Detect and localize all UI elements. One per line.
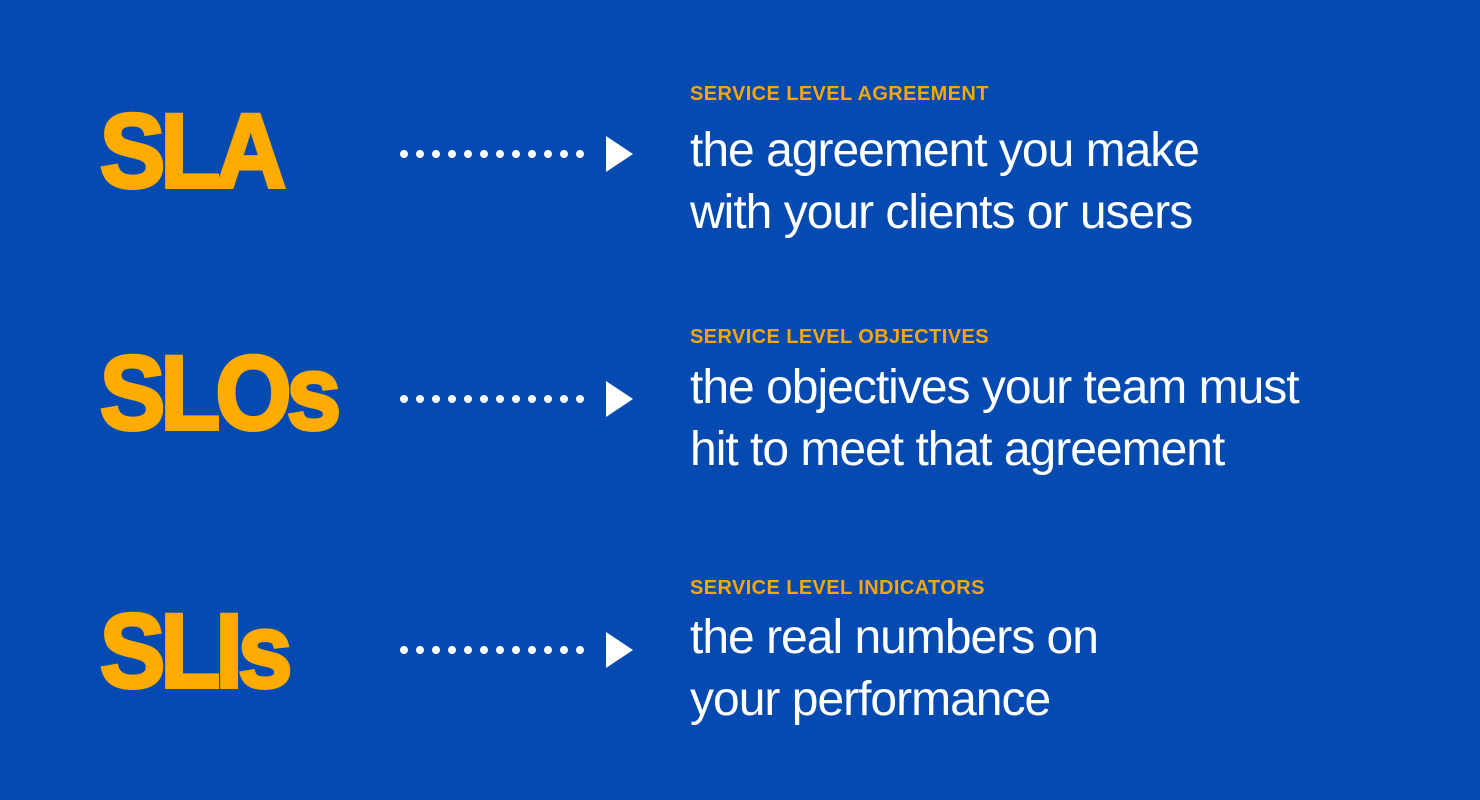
definition-line: the real numbers on <box>690 611 1099 664</box>
acronym-slos: SLOs <box>98 335 343 452</box>
acronym-sla: SLA <box>98 93 288 210</box>
dotted-arrow-icon <box>400 381 633 417</box>
term-definition-slis: the real numbers on your performance <box>690 607 1099 731</box>
term-definition-slos: the objectives your team must hit to mee… <box>690 357 1300 481</box>
definition-line: your performance <box>690 673 1051 726</box>
definition-line: with your clients or users <box>690 186 1193 239</box>
term-heading-slos: SERVICE LEVEL OBJECTIVES <box>690 326 989 348</box>
term-definition-sla: the agreement you make with your clients… <box>690 120 1200 244</box>
acronym-slis: SLIs <box>98 593 294 710</box>
definition-line: the agreement you make <box>690 124 1200 177</box>
dotted-arrow-icon <box>400 632 633 668</box>
term-heading-sla: SERVICE LEVEL AGREEMENT <box>690 83 989 105</box>
definition-line: the objectives your team must <box>690 361 1300 414</box>
term-heading-slis: SERVICE LEVEL INDICATORS <box>690 577 985 599</box>
dotted-arrow-icon <box>400 136 633 172</box>
definition-line: hit to meet that agreement <box>690 423 1225 476</box>
